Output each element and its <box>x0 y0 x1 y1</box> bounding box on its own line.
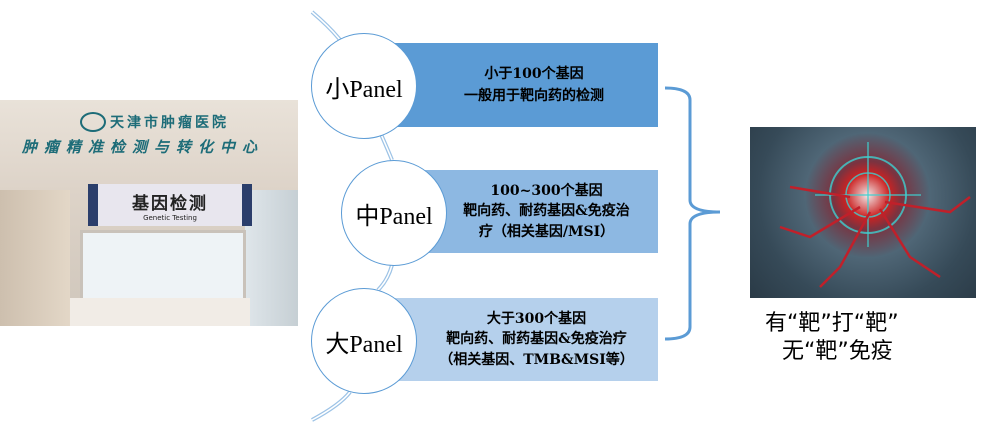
panel-circle-small: 小Panel <box>311 33 417 139</box>
caption-line-immune: 无“靶”免疫 <box>782 339 893 364</box>
connector-arc-inner <box>311 11 393 421</box>
target-crosshair-icon <box>779 142 971 288</box>
photo-door <box>0 190 70 326</box>
panel-circle-medium: 中Panel <box>341 160 447 266</box>
hospital-logo-icon <box>80 112 106 132</box>
photo-counter <box>70 298 250 326</box>
panel-gene-count: 大于300个基因 <box>486 311 587 328</box>
panel-description: 一般用于靶向药的检测 <box>464 88 604 104</box>
genetic-testing-sign: 基因检测 Genetic Testing <box>88 184 252 226</box>
panel-box-large: 大于300个基因 靶向药、耐药基因&免疫治疗 （相关基因、TMB&MSI等） <box>395 298 658 381</box>
panel-description-cont: （相关基因、TMB&MSI等） <box>439 351 634 368</box>
panel-description-cont: 疗（相关基因/MSI） <box>478 223 615 240</box>
caption: 有“靶”打“靶” 无“靶”免疫 <box>760 310 975 366</box>
sign-chinese: 基因检测 <box>132 193 208 214</box>
sign-english: Genetic Testing <box>143 213 197 222</box>
photo-glass-door <box>245 190 298 326</box>
panel-gene-count: 小于100个基因 <box>484 65 584 82</box>
curly-bracket <box>664 86 721 341</box>
panel-box-medium: 100~300个基因 靶向药、耐药基因&免疫治 疗（相关基因/MSI） <box>425 170 658 253</box>
panel-gene-count: 100~300个基因 <box>490 183 603 200</box>
hospital-name: 天津市肿瘤医院 <box>110 115 229 131</box>
tumor-target-image <box>750 127 976 298</box>
panel-description: 靶向药、耐药基因&免疫治疗 <box>446 331 627 348</box>
center-name: 肿瘤精准检测与转化中心 <box>22 138 265 156</box>
panel-box-small: 小于100个基因 一般用于靶向药的检测 <box>390 43 658 127</box>
panel-description: 靶向药、耐药基因&免疫治 <box>463 203 630 220</box>
panel-circle-large: 大Panel <box>311 288 417 394</box>
caption-line-targeted: 有“靶”打“靶” <box>765 311 899 336</box>
genetic-testing-center-photo: 天津市肿瘤医院 肿瘤精准检测与转化中心 基因检测 Genetic Testing <box>0 100 298 326</box>
